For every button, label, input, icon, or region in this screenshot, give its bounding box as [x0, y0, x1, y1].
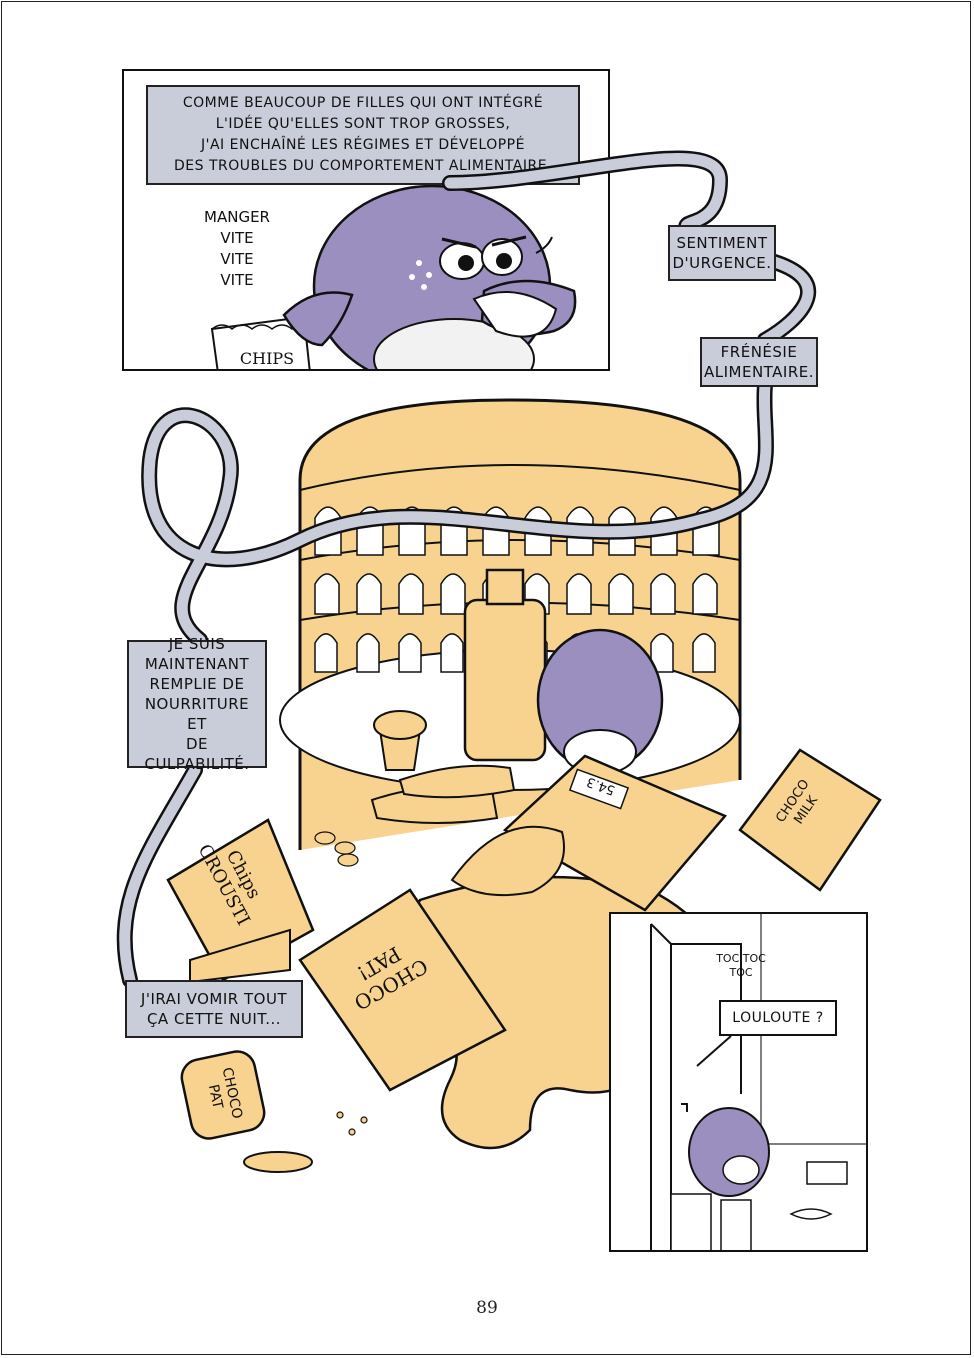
muffin-illustration [373, 710, 427, 771]
scale-illustration [502, 754, 728, 912]
bottom-panel-art [650, 914, 866, 1250]
cage-arch [440, 573, 466, 615]
cage-arch [650, 573, 676, 615]
caption-vomir: J'IRAI VOMIR TOUT ÇA CETTE NUIT... [125, 980, 303, 1038]
milk-carton-illustration [738, 748, 882, 892]
sfx-knock: TOC TOC TOC [716, 952, 766, 979]
panel-bottom: TOC TOC TOC LOULOUTE ? [609, 912, 868, 1252]
cage-arch [314, 633, 338, 673]
spread-jar-illustration [180, 1050, 313, 1173]
cage-arch [650, 633, 674, 673]
cake-slice-illustration [189, 928, 291, 984]
character-sad [536, 628, 664, 775]
top-panel-art [210, 184, 577, 369]
bread-illustration [450, 825, 565, 897]
cage-arch [692, 573, 718, 615]
speech-bubble-louloute: LOULOUTE ? [719, 1000, 837, 1036]
panel-top: COMME BEAUCOUP DE FILLES QUI ONT INTÉGRÉ… [122, 69, 610, 371]
cage-arch [356, 573, 382, 615]
cage-arch [692, 633, 716, 673]
cage-arch [566, 573, 592, 615]
cage-arch [314, 573, 340, 615]
cereal-box-illustration [298, 888, 507, 1092]
caption-frenesie-alimentaire: FRÉNÉSIE ALIMENTAIRE. [700, 337, 818, 387]
cage-arch [608, 573, 634, 615]
chips-bag-label: CHIPS [239, 349, 295, 368]
bottle-illustration [463, 568, 547, 762]
sfx-eating-fast: MANGER VITE VITE VITE [204, 208, 270, 289]
cage-arch [356, 633, 380, 673]
cage-arch [440, 633, 464, 673]
cage-arch [398, 633, 422, 673]
caption-sentiment-urgence: SENTIMENT D'URGENCE. [668, 225, 776, 281]
caption-culpabilite: JE SUIS MAINTENANT REMPLIE DE NOURRITURE… [127, 635, 267, 773]
crumbs [314, 831, 368, 1136]
cage-arch [398, 573, 424, 615]
sneakers-illustration [370, 764, 516, 824]
page-number: 89 [476, 1298, 498, 1318]
character-eating [282, 184, 577, 369]
